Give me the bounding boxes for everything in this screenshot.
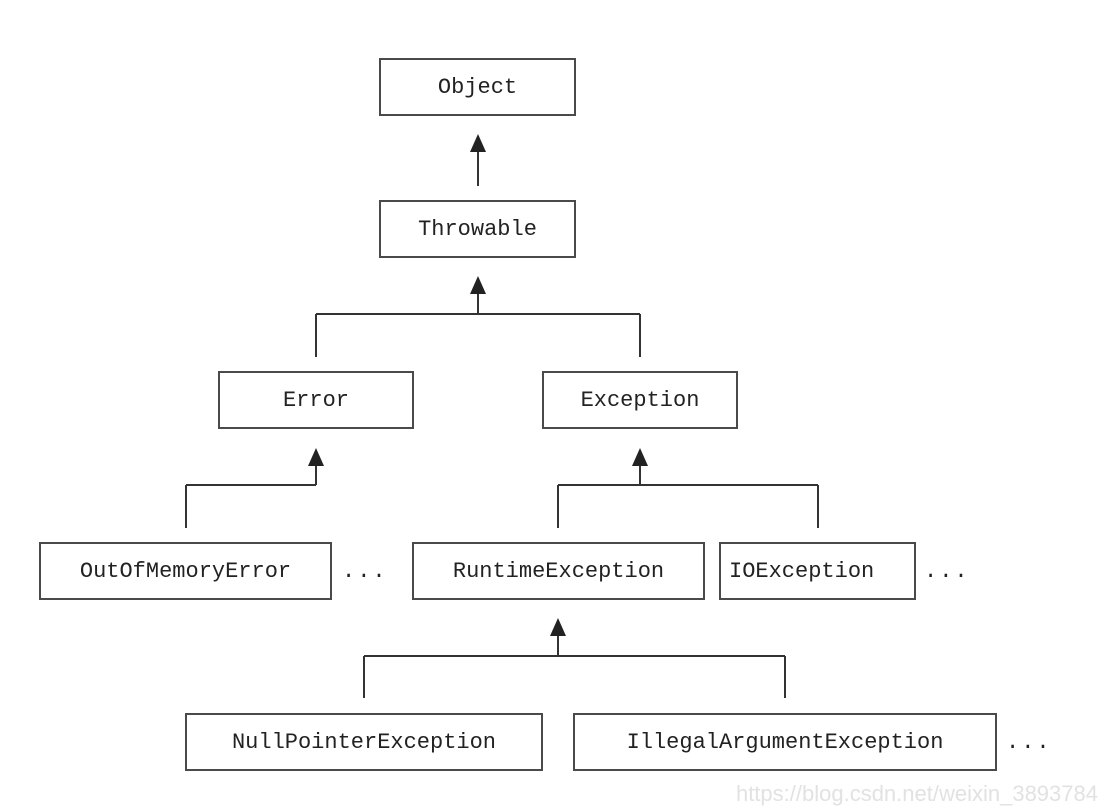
node-runtime-exception: RuntimeException — [412, 542, 705, 600]
node-io-exception: IOException — [719, 542, 916, 600]
arrowhead-throwable — [470, 276, 486, 294]
arrowhead-runtime — [550, 618, 566, 636]
node-exception: Exception — [542, 371, 738, 429]
ellipsis-exception-subclasses: ... — [924, 559, 970, 584]
arrowhead-error — [308, 448, 324, 466]
watermark: https://blog.csdn.net/weixin_3893784 — [735, 781, 1098, 806]
node-null-pointer-exception: NullPointerException — [185, 713, 543, 771]
ellipsis-runtime-subclasses: ... — [1006, 730, 1052, 755]
node-illegal-argument-exception: IllegalArgumentException — [573, 713, 997, 771]
node-throwable: Throwable — [379, 200, 576, 258]
arrowhead-object — [470, 134, 486, 152]
node-object: Object — [379, 58, 576, 116]
node-out-of-memory-error: OutOfMemoryError — [39, 542, 332, 600]
ellipsis-error-subclasses: ... — [342, 559, 388, 584]
node-error: Error — [218, 371, 414, 429]
arrowhead-exception — [632, 448, 648, 466]
